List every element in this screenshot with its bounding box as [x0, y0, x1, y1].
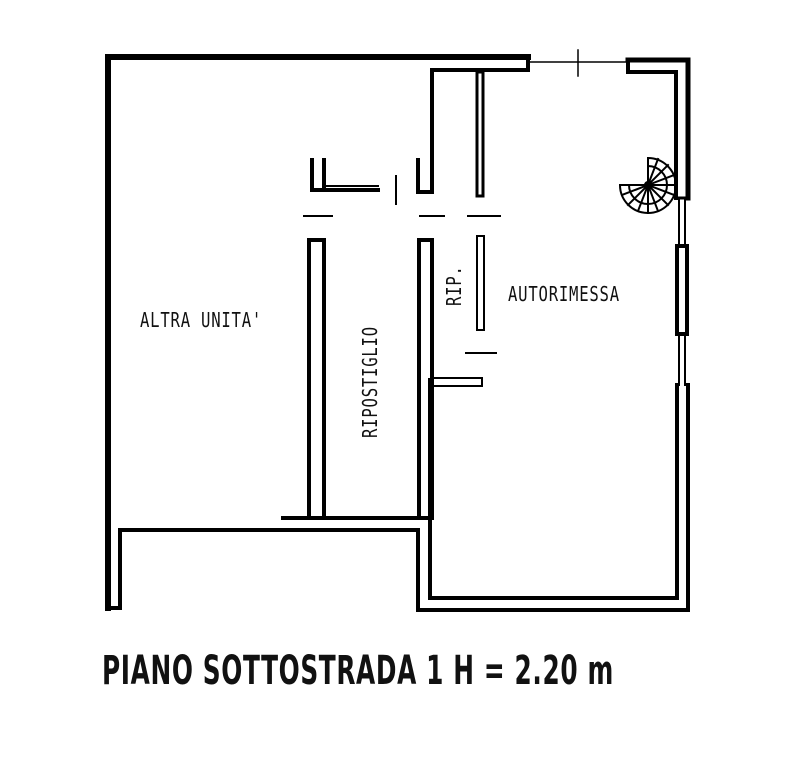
garage-door-opening	[527, 49, 629, 77]
window-upper-right	[678, 197, 686, 247]
room-label-ripostiglio: RIPOSTIGLIO	[358, 326, 382, 438]
room-label-autorimessa: AUTORIMESSA	[508, 282, 620, 306]
room-label-rip: RIP.	[442, 265, 466, 306]
window-lower-right	[678, 333, 686, 386]
partition-top	[416, 68, 485, 198]
outer-wall-right	[675, 197, 690, 612]
room-label-altra-unita: ALTRA UNITA'	[140, 308, 263, 332]
partition-l-wall	[310, 158, 397, 205]
rip-closet	[431, 235, 485, 387]
outer-wall-left-top	[105, 54, 531, 611]
door-marks	[303, 215, 501, 354]
floor-title: PIANO SOTTOSTRADA 1 H = 2.20 m	[102, 648, 614, 694]
outer-wall-top-right	[625, 57, 691, 201]
garage-bottom-walls	[106, 378, 690, 612]
spiral-staircase	[618, 156, 678, 215]
